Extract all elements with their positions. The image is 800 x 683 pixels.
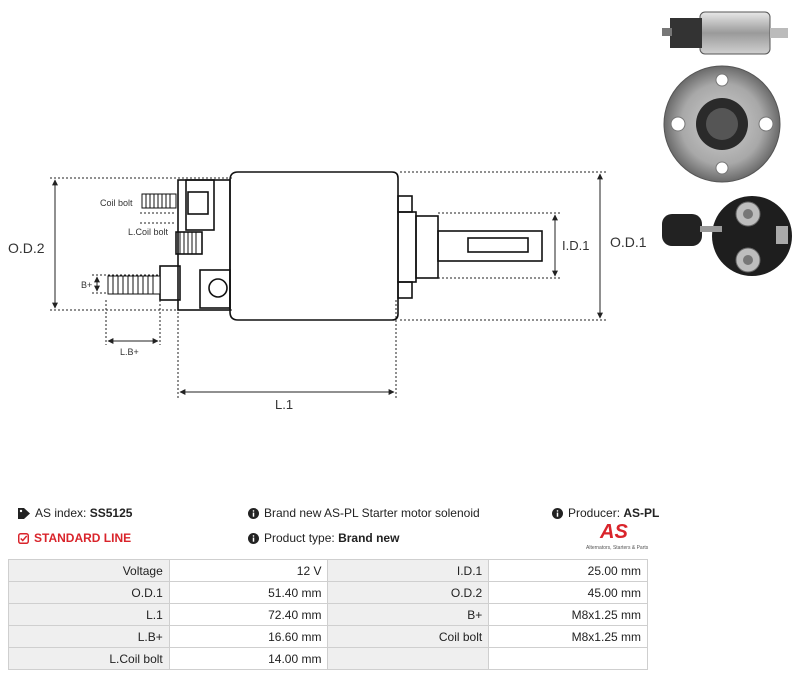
producer-value: AS-PL [623,506,660,520]
spec-key: Voltage [8,559,170,582]
spec-table: Voltage 12 V I.D.1 25.00 mm O.D.1 51.40 … [8,559,648,670]
spec-value: M8x1.25 mm [488,603,648,626]
spec-value: 45.00 mm [488,581,648,604]
spec-value: 72.40 mm [168,603,329,626]
table-row: L.B+ 16.60 mm Coil bolt M8x1.25 mm [8,625,648,648]
product-type: Product type: Brand new [248,531,399,545]
logo-mark: AS [600,521,628,543]
solenoid-outline [159,171,543,321]
label-od1: O.D.1 [610,234,647,250]
spec-key: O.D.1 [8,581,170,604]
description-text: Brand new AS-PL Starter motor solenoid [264,506,480,520]
label-lb-plus: L.B+ [120,347,139,357]
label-b-plus: B+ [81,280,92,290]
dimension-lines [52,173,603,395]
info-icon [248,508,259,520]
product-photos [662,11,792,276]
spec-key [327,647,490,670]
product-type-value: Brand new [338,531,400,545]
spec-key: Coil bolt [327,625,490,648]
producer-label: Producer: [568,506,621,520]
logo-tagline: Alternators, Starters & Parts [586,545,649,551]
table-row: L.1 72.40 mm B+ M8x1.25 mm [8,603,648,626]
spec-value: 12 V [168,559,329,582]
standard-line-text: STANDARD LINE [34,531,132,545]
label-coil-bolt: Coil bolt [100,198,133,208]
as-index: AS index: SS5125 [18,506,132,520]
spec-key: L.Coil bolt [8,647,170,670]
table-row: L.Coil bolt 14.00 mm [8,647,648,670]
info-icon [552,508,563,520]
spec-key: B+ [327,603,490,626]
product-type-label: Product type: [264,531,335,545]
technical-drawing: O.D.2 O.D.1 I.D.1 L.1 Coil bolt L.Coil b… [8,171,647,412]
as-index-label: AS index: [35,506,87,520]
label-l1: L.1 [275,397,293,412]
spec-key: L.B+ [8,625,170,648]
producer: Producer: AS-PL [552,506,659,520]
label-l-coil-bolt: L.Coil bolt [128,227,169,237]
label-od2: O.D.2 [8,240,45,256]
check-badge-icon [18,533,29,545]
spec-value: 14.00 mm [168,647,329,670]
label-id1: I.D.1 [562,238,589,253]
spec-value: 25.00 mm [488,559,648,582]
spec-key: O.D.2 [327,581,490,604]
spec-value [488,647,648,670]
photo-terminal-view [662,196,792,276]
table-row: O.D.1 51.40 mm O.D.2 45.00 mm [8,581,648,604]
as-pl-logo: AS Alternators, Starters & Parts [586,521,650,551]
threads [107,193,197,295]
spec-key: L.1 [8,603,170,626]
table-row: Voltage 12 V I.D.1 25.00 mm [8,559,648,582]
spec-value: 51.40 mm [168,581,329,604]
info-icon [248,533,259,545]
spec-value: 16.60 mm [168,625,329,648]
standard-line: STANDARD LINE [18,531,131,545]
photo-front-face [663,65,781,183]
spec-key: I.D.1 [327,559,490,582]
photo-side-view [662,11,788,55]
as-index-value: SS5125 [89,506,133,520]
tag-icon [18,508,30,520]
description: Brand new AS-PL Starter motor solenoid [248,506,480,520]
spec-value: M8x1.25 mm [488,625,648,648]
